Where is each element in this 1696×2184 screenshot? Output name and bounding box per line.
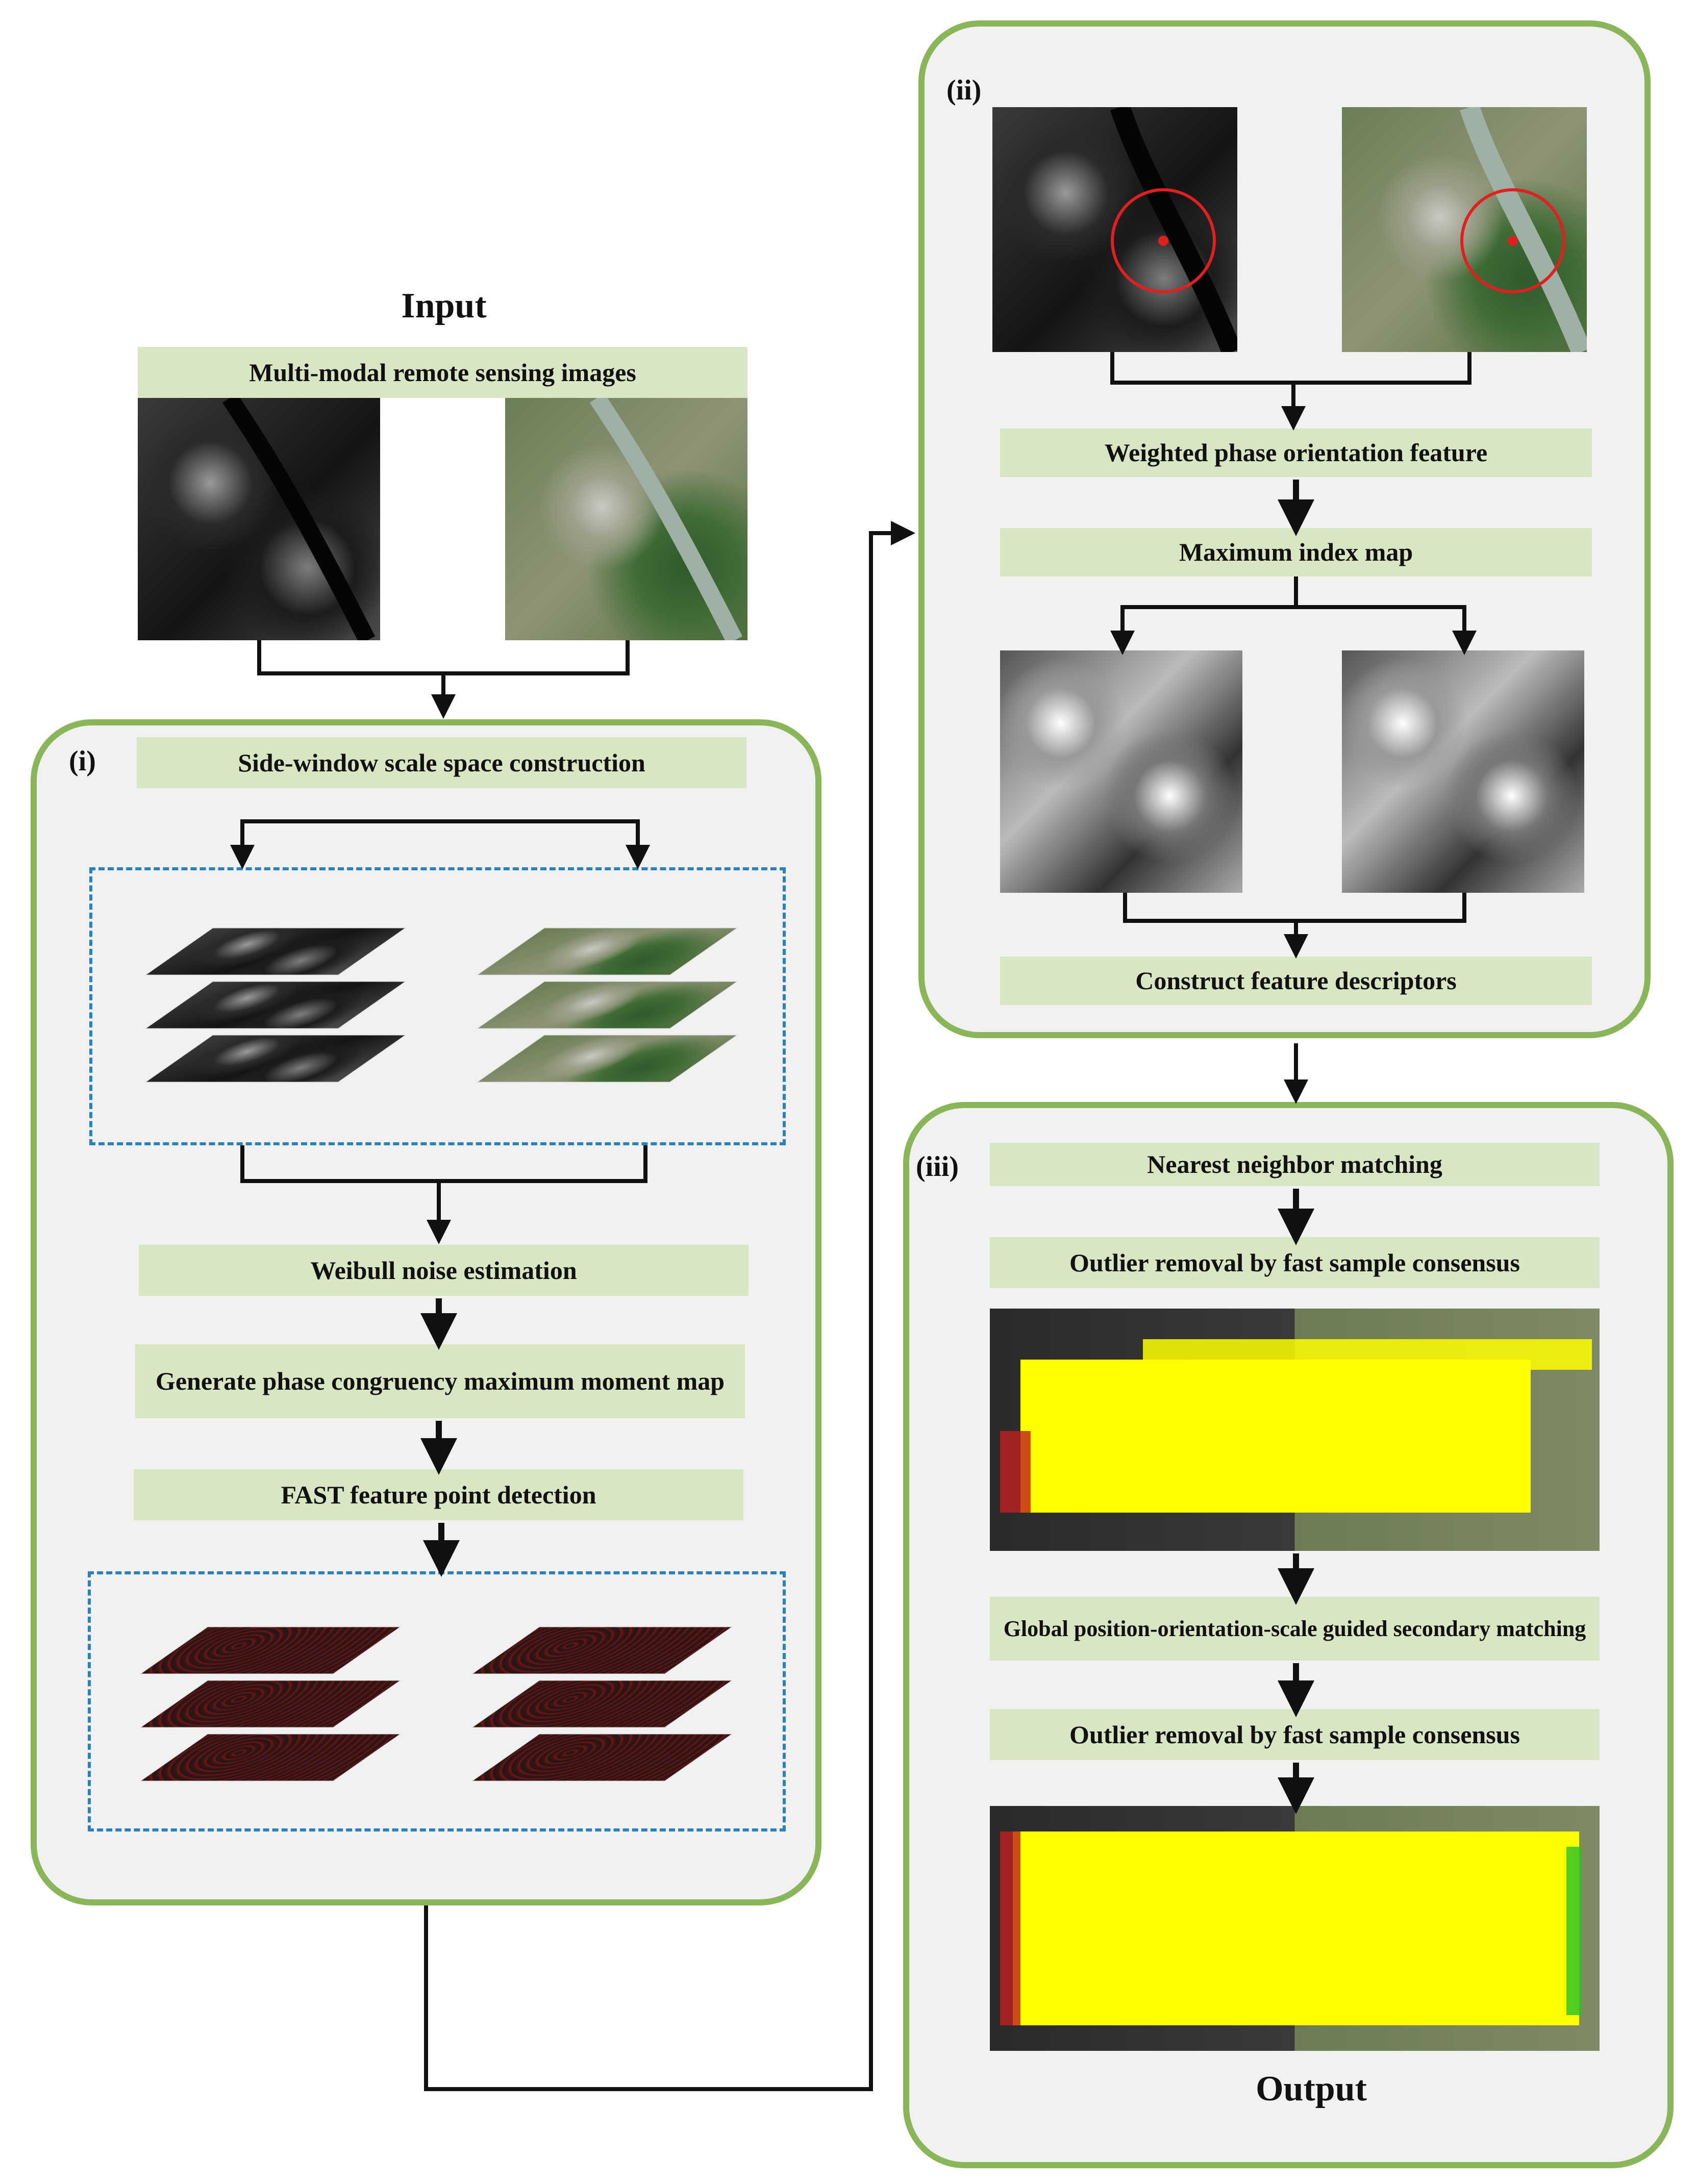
descriptor-step: Construct feature descriptors bbox=[1000, 957, 1592, 1005]
output-heading: Output bbox=[1256, 2069, 1367, 2108]
phase-congruency-step: Generate phase congruency maximum moment… bbox=[135, 1344, 745, 1418]
final-matches-image bbox=[990, 1806, 1600, 2051]
input-label: Multi-modal remote sensing images bbox=[138, 347, 747, 398]
stage-iii-tag: (iii) bbox=[916, 1151, 959, 1183]
weighted-phase-step: Weighted phase orientation feature bbox=[1000, 429, 1592, 477]
outlier-removal-step-2: Outlier removal by fast sample consensus bbox=[990, 1709, 1600, 1760]
outlier-removal-step-1: Outlier removal by fast sample consensus bbox=[990, 1237, 1600, 1288]
input-heading: Input bbox=[401, 286, 487, 325]
nearest-neighbor-step: Nearest neighbor matching bbox=[990, 1143, 1600, 1186]
scale-space-box bbox=[89, 867, 786, 1145]
secondary-matching-step: Global position-orientation-scale guided… bbox=[990, 1597, 1600, 1661]
weibull-step: Weibull noise estimation bbox=[139, 1245, 749, 1296]
input-sar-image bbox=[138, 398, 380, 640]
stage-ii-tag: (ii) bbox=[946, 74, 982, 106]
input-optical-image bbox=[505, 398, 747, 640]
side-window-step: Side-window scale space construction bbox=[137, 737, 746, 788]
stage-i-tag: (i) bbox=[69, 745, 96, 777]
initial-matches-image bbox=[990, 1309, 1600, 1551]
optical-keypoint-image bbox=[1342, 107, 1587, 352]
sar-index-map bbox=[1000, 650, 1242, 893]
optical-index-map bbox=[1342, 650, 1584, 893]
fast-detection-step: FAST feature point detection bbox=[134, 1469, 743, 1520]
max-index-step: Maximum index map bbox=[1000, 528, 1592, 576]
sar-keypoint-image bbox=[992, 107, 1237, 352]
